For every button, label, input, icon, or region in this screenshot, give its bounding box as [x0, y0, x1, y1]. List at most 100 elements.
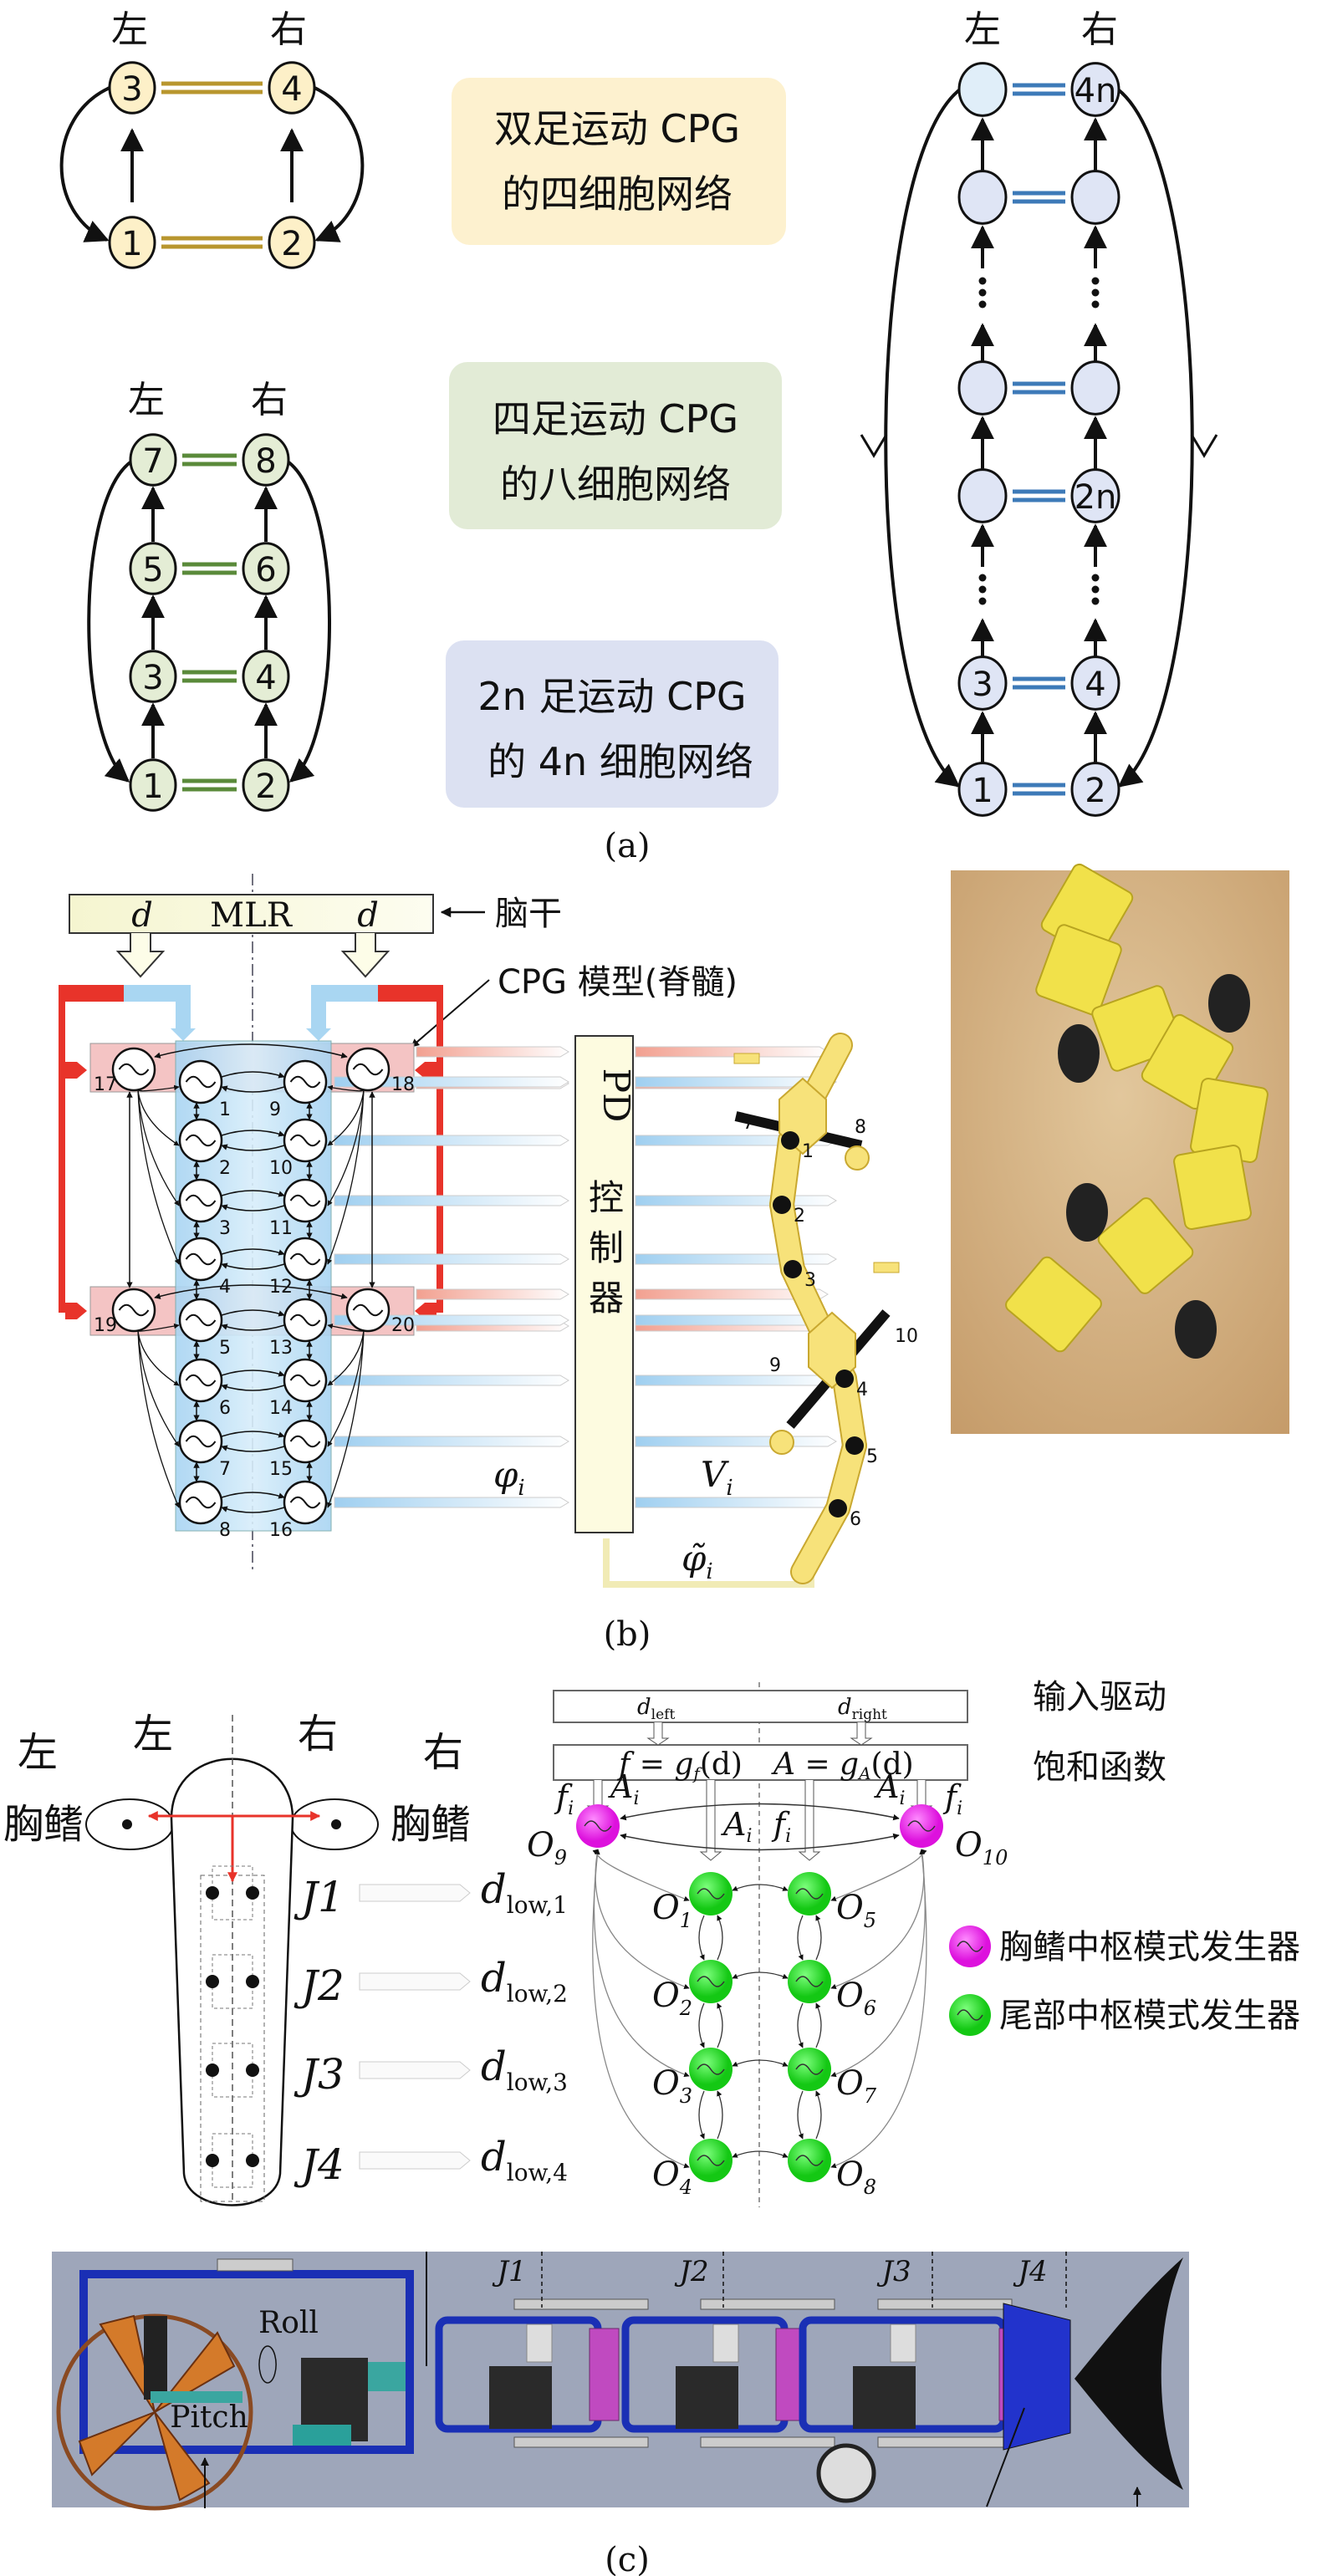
oscillator-number: 5	[219, 1338, 231, 1359]
cpg-cell	[108, 216, 156, 269]
joint-number: 3	[804, 1270, 816, 1291]
leg-number: 7	[743, 1113, 754, 1134]
coupling-arrow	[221, 1248, 285, 1256]
parameter-label: fi	[554, 1778, 574, 1819]
box-2n-legged	[446, 640, 778, 808]
right-label: 右	[1081, 8, 1118, 51]
ellipsis-dot	[1091, 300, 1100, 309]
signal-arrow	[635, 1046, 829, 1058]
oscillator-number: 16	[269, 1520, 293, 1541]
tail-segments-cad	[435, 2298, 1029, 2448]
coupling-arrow	[698, 2002, 705, 2048]
sine-icon	[118, 1303, 150, 1317]
signal-arrows	[334, 1046, 837, 1508]
cell-number: 3	[121, 70, 142, 109]
cpg-cell	[957, 170, 1008, 225]
signal-arrow	[334, 1135, 569, 1146]
oscillator-label: O5	[836, 1889, 876, 1932]
joint-dot	[246, 2063, 259, 2077]
box-text: 双足运动 CPG	[494, 106, 740, 151]
a-equation: A = gA(d)	[771, 1747, 914, 1783]
robot-joint	[784, 1260, 802, 1278]
oscillator-number: 14	[269, 1398, 293, 1419]
f-equation: f = gf(d)	[616, 1747, 743, 1783]
low-drive-label: dlow,1	[481, 1866, 568, 1919]
limb-coupling-arrow	[137, 1330, 180, 1386]
drive-arrow	[359, 1884, 471, 1902]
coupling-arrow	[717, 2090, 723, 2140]
cpg-cell	[1070, 62, 1120, 117]
ellipsis-dot	[1091, 597, 1100, 605]
cell-number: 3	[142, 659, 163, 697]
pd-label: PD	[595, 1069, 637, 1123]
limb-coupling-arrow	[327, 1089, 365, 1146]
cell-number: 2n	[1075, 478, 1117, 517]
sine-icon	[697, 2155, 725, 2166]
low-drive-label: dlow,4	[481, 2134, 568, 2186]
oscillator-number: 15	[269, 1459, 293, 1480]
sine-icon	[185, 1194, 217, 1207]
arrowhead	[860, 434, 888, 458]
drive-right: d	[357, 896, 379, 935]
parameter-label: fi	[771, 1806, 791, 1847]
signal-arrow	[635, 1497, 837, 1508]
robot-joint	[781, 1131, 799, 1150]
feedback-blue-bar	[311, 985, 378, 1002]
cpg-cell	[1070, 468, 1120, 523]
oscillator-number: 7	[219, 1459, 231, 1480]
saturation-label: 饱和函数	[1033, 1748, 1166, 1787]
fin-oscillator-label: O10	[955, 1826, 1008, 1870]
coupling-arrow	[717, 2002, 723, 2048]
hollow-arrow	[340, 933, 391, 978]
right-label: 右	[251, 379, 288, 421]
coupling-arrow	[221, 1492, 285, 1499]
propeller-hub	[144, 2316, 167, 2400]
drive-left: d	[131, 896, 153, 935]
coupling-arrow	[732, 1972, 789, 1979]
saturation-box	[553, 1744, 968, 1781]
coupler	[368, 2362, 406, 2391]
coupling-arrow	[221, 1431, 285, 1438]
drive-arrow	[359, 1972, 471, 1991]
ellipsis-dot	[1091, 574, 1100, 582]
cross-arrow-right	[286, 460, 331, 783]
oscillator-number: 13	[269, 1338, 293, 1359]
ellipsis-dot	[978, 277, 987, 285]
cpg-cell	[1070, 170, 1120, 225]
sine-icon	[185, 1252, 217, 1266]
joint-label: J2	[294, 1961, 345, 2010]
coupling-arrow	[620, 1833, 900, 1851]
bracket	[513, 2298, 649, 2310]
cad-joint-label: J3	[876, 2255, 911, 2288]
tail-cone	[1003, 2303, 1071, 2451]
legend: 胸鳍中枢模式发生器 尾部中枢模式发生器	[949, 1926, 1300, 2036]
left-fin-label: 胸鳍	[3, 1801, 84, 1848]
cpg-cell	[957, 62, 1008, 117]
limb-coupling-arrow	[327, 1089, 365, 1265]
brainstem-label: 脑干	[495, 895, 562, 933]
coupling-arrow	[620, 1803, 900, 1821]
cell-number: 2	[1085, 772, 1105, 810]
cell-number: 4	[281, 70, 302, 109]
left-label: 左	[964, 8, 1001, 51]
cpg-cell	[268, 216, 316, 269]
bracket	[877, 2298, 1013, 2310]
pitch-label: Pitch	[170, 2400, 248, 2435]
sine-icon	[118, 1063, 150, 1076]
joint-dot	[206, 2154, 219, 2167]
joint-number: 6	[850, 1509, 861, 1530]
ellipsis-dot	[978, 597, 987, 605]
cell-number: 8	[255, 442, 276, 481]
cpg-cell	[129, 650, 177, 703]
cpg-cell	[129, 758, 177, 812]
robot-foot	[1175, 1300, 1217, 1359]
cpg-cell	[129, 542, 177, 595]
oscillator-number: 2	[219, 1158, 231, 1179]
sine-icon	[795, 1976, 824, 1987]
low-drive-label: dlow,3	[481, 2043, 568, 2096]
servo	[853, 2366, 916, 2429]
